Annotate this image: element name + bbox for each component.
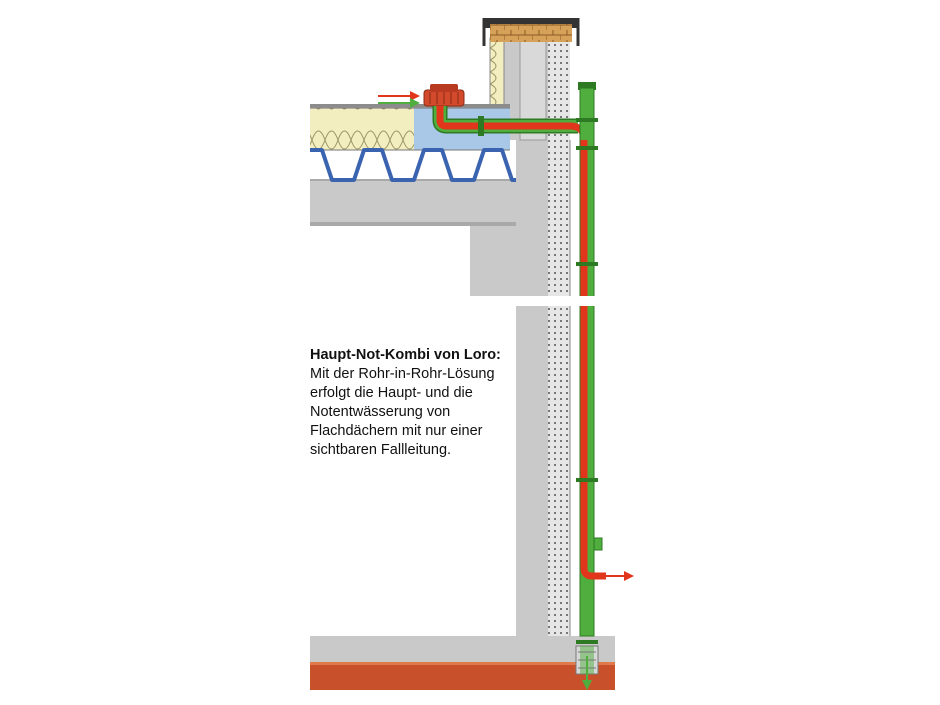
floor-slab	[310, 636, 615, 662]
caption-line: Flachdächern mit nur einer	[310, 423, 483, 439]
concrete-roof-slab	[310, 179, 548, 296]
break-gap	[505, 296, 615, 306]
caption-line: sichtbaren Fallleitung.	[310, 442, 452, 458]
parapet-outer-insulation	[548, 40, 570, 140]
caption-block: Haupt-Not-Kombi von Loro: Mit der Rohr-i…	[310, 346, 530, 460]
trapezoidal-deck	[310, 148, 516, 182]
vertical-downpipe	[578, 82, 606, 637]
caption-line: erfolgt die Haupt- und die	[310, 385, 473, 401]
caption-line: Mit der Rohr-in-Rohr-Lösung	[310, 366, 495, 382]
parapet-cap	[482, 18, 580, 46]
caption-title: Haupt-Not-Kombi von Loro:	[310, 347, 501, 363]
outflow-arrow-icon	[606, 571, 634, 581]
facade-insulation	[548, 140, 571, 636]
caption-line: Notentwässerung von	[310, 404, 451, 420]
ground-layer	[310, 662, 615, 690]
roof-outlet	[423, 84, 465, 107]
inflow-arrow-icon	[378, 91, 420, 108]
pipe-clamps	[576, 118, 598, 644]
drain-arrow-icon	[582, 656, 592, 690]
